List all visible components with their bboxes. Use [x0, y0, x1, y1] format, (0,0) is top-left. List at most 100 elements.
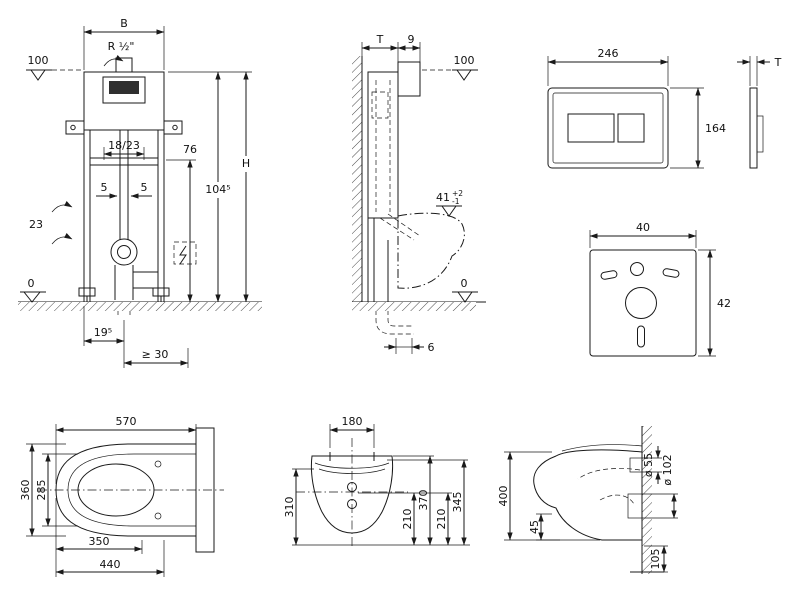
- lightning-icon: [179, 245, 187, 265]
- mat-slot-left: [600, 270, 618, 280]
- dim-label-195: 19⁵: [94, 326, 112, 339]
- power-connection-box: [173, 241, 197, 265]
- dim-label-9: 9: [408, 33, 415, 46]
- outlet-bend: [110, 238, 138, 266]
- dim-label-210a: 210: [401, 509, 414, 530]
- dim-label-360: 360: [19, 480, 32, 501]
- flush-plate-dimensions: 246 164 T: [547, 47, 782, 169]
- dim-label-310: 310: [283, 497, 296, 518]
- dim-label-6: 6: [428, 341, 435, 354]
- outlet-pipe-stub: [627, 493, 643, 519]
- dim-label-plate-T: T: [774, 56, 782, 69]
- sound-mat-view: 40 42: [589, 221, 731, 357]
- wc-top-view: 570 360 285 350 440: [19, 415, 224, 577]
- dim-label-285: 285: [35, 480, 48, 501]
- dim-label-1823: 18/23: [108, 139, 140, 152]
- wc-phantom-outline: [397, 212, 465, 289]
- dim-label-105: 105: [649, 549, 662, 570]
- floor-hatch: [352, 302, 476, 311]
- dim-label-supply: R ½": [108, 40, 135, 53]
- cistern-front-view: B R ½" 100 18/23 5 5 76 104⁵ H 23: [18, 17, 262, 368]
- cistern-side-view: T 9 100 41 +2 -1 0 6: [352, 33, 486, 354]
- dim-label-370: 370: [417, 490, 430, 511]
- level-marker-icon: [456, 69, 472, 81]
- flex-arrow-icon: [51, 200, 73, 213]
- flex-arrow-icon: [51, 232, 73, 245]
- dim-label-345: 345: [451, 492, 464, 513]
- dim-label-5-right: 5: [141, 181, 148, 194]
- mat-slot-right: [662, 268, 680, 278]
- dim-label-0: 0: [28, 277, 35, 290]
- flush-plate-structure: [547, 87, 764, 169]
- dim-label-440: 440: [100, 558, 121, 571]
- dim-label-23: 23: [29, 218, 43, 231]
- dim-label-5-left: 5: [101, 181, 108, 194]
- dim-label-min30: ≥ 30: [142, 348, 169, 361]
- drain-mark: [347, 482, 357, 492]
- level-marker-icon: [457, 291, 473, 303]
- wall-bracket: [65, 120, 85, 135]
- bowl-outline: [533, 449, 643, 541]
- dim-label-41: 41: [436, 191, 450, 204]
- wall-bracket: [163, 120, 183, 135]
- flush-button-large: [567, 113, 615, 143]
- sound-mat-structure: [589, 249, 697, 357]
- cistern-side-structure: [352, 56, 486, 335]
- wc-top-structure: [38, 427, 224, 553]
- dim-label-76: 76: [183, 143, 197, 156]
- dim-label-100: 100: [454, 54, 475, 67]
- wc-front-structure: [296, 438, 408, 548]
- dim-label-45: 45: [528, 520, 541, 534]
- seat-hinge-hole: [154, 460, 162, 468]
- dim-label-180: 180: [342, 415, 363, 428]
- dim-label-41-minus: -1: [452, 197, 460, 206]
- dim-label-164: 164: [705, 122, 726, 135]
- dim-label-41-plus: +2: [452, 189, 463, 198]
- dim-label-B: B: [120, 17, 128, 30]
- wc-front-view: 180 310 210 370 210 345: [283, 415, 470, 548]
- dim-label-H: H: [242, 157, 250, 170]
- dim-label-T: T: [376, 33, 384, 46]
- wall-hatch: [642, 426, 652, 574]
- dim-label-570: 570: [116, 415, 137, 428]
- wall-section: [195, 427, 215, 553]
- sound-mat-dimensions: 40 42: [589, 221, 731, 357]
- flush-pipe-stub: [629, 457, 643, 473]
- dim-label-246: 246: [598, 47, 619, 60]
- cistern-front-structure: [18, 54, 262, 318]
- dim-label-400: 400: [497, 486, 510, 507]
- dim-label-42: 42: [717, 297, 731, 310]
- seat-line: [561, 444, 643, 452]
- wc-front-dimensions: 180 310 210 370 210 345: [283, 415, 470, 546]
- plate-side-profile: [749, 87, 758, 169]
- dim-label-0: 0: [461, 277, 468, 290]
- wall-hatch: [352, 56, 362, 302]
- flex-arrow-icon: [103, 54, 124, 67]
- level-marker-icon: [441, 205, 457, 217]
- cistern-side-dimensions: T 9 100 41 +2 -1 0 6: [361, 33, 478, 354]
- bowl-rim: [314, 462, 390, 469]
- wc-side-structure: [533, 426, 664, 574]
- floor-hatch: [18, 302, 262, 311]
- flush-button-small: [617, 113, 645, 143]
- wc-top-dimensions: 570 360 285 350 440: [19, 415, 197, 577]
- flush-plate-view: 246 164 T: [547, 47, 782, 169]
- wc-side-view: 400 45 ø 55 ø 102 105: [497, 426, 678, 574]
- dim-label-40: 40: [636, 221, 650, 234]
- dim-label-o102: ø 102: [661, 454, 674, 485]
- mat-hole-small: [630, 262, 644, 276]
- dim-label-1045: 104⁵: [205, 183, 230, 196]
- dim-label-o55: ø 55: [642, 453, 655, 477]
- dim-label-350: 350: [89, 535, 110, 548]
- drain-mark: [347, 499, 357, 509]
- level-marker-icon: [22, 291, 42, 303]
- protection-box: [397, 61, 421, 97]
- cistern-front-dimensions: B R ½" 100 18/23 5 5 76 104⁵ H 23: [20, 17, 252, 368]
- frame-foot: [78, 287, 96, 297]
- seat-hinge-hole: [154, 512, 162, 520]
- wc-side-dimensions: 400 45 ø 55 ø 102 105: [497, 446, 678, 573]
- level-marker-icon: [30, 69, 46, 81]
- mat-hole-large: [625, 287, 657, 319]
